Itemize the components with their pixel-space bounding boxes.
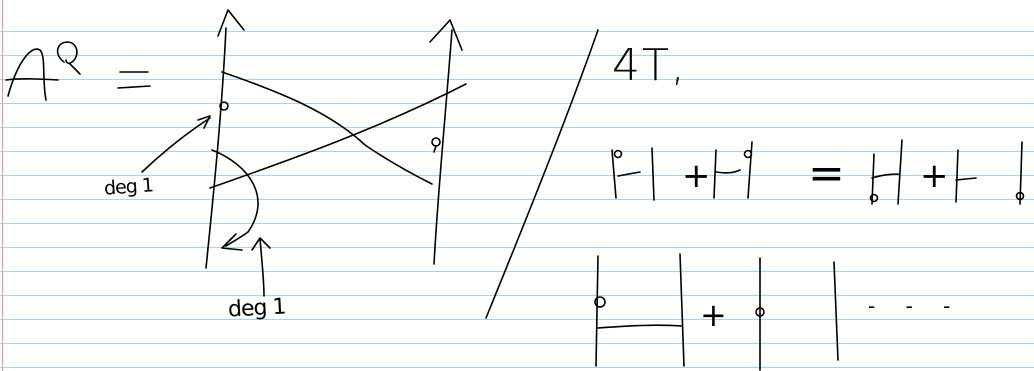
plus-sign-3: + (700, 296, 727, 334)
left-axis (205, 9, 245, 269)
right-axis-arrowhead (429, 19, 463, 51)
label-deg-left: deg 1 (103, 174, 154, 200)
diagram-5 (595, 253, 685, 367)
plus-sign-2: + (920, 156, 949, 196)
diagram-3 (871, 139, 903, 205)
diagram-1 (611, 147, 655, 201)
equation-row-1 (611, 139, 1025, 205)
arrow-left-label-curve (141, 115, 211, 173)
right-axis (429, 19, 463, 265)
diagram-2-point (743, 149, 753, 159)
letter-a-stroke (5, 48, 59, 101)
strand-bottom-left-to-top-right (209, 83, 467, 189)
arrow-curved-loop (211, 149, 259, 251)
equation-row-2 (594, 253, 839, 371)
left-axis-point (219, 101, 229, 111)
margin-line (2, 0, 3, 371)
diagram-6 (759, 257, 839, 371)
arrow-bottom-label (251, 237, 271, 297)
divider-slash (485, 29, 599, 319)
plus-sign-1: + (682, 156, 711, 196)
diagram-5-point (594, 296, 606, 308)
equals-sign-stroke (117, 71, 151, 89)
note-4t: 4T, (612, 40, 687, 91)
right-axis-line (433, 29, 453, 265)
equals-sign-2: = (808, 148, 845, 199)
right-axis-point (431, 137, 441, 147)
diagram-4-point (1015, 191, 1025, 201)
left-axis-arrowhead (217, 9, 245, 37)
diagram-6-point (755, 307, 765, 317)
diagram-3-point (869, 193, 879, 203)
superscript-q-stroke (56, 41, 81, 75)
ellipsis: - - - (868, 294, 963, 318)
lhs-expression (5, 41, 151, 101)
strand-top-left-to-bottom-right (221, 71, 433, 185)
diagram-1-point (613, 149, 623, 159)
left-axis-line (205, 27, 227, 269)
label-deg-bottom: deg 1 (227, 294, 287, 323)
right-axis-point-tail (433, 145, 437, 153)
diagram-4 (955, 141, 1023, 205)
